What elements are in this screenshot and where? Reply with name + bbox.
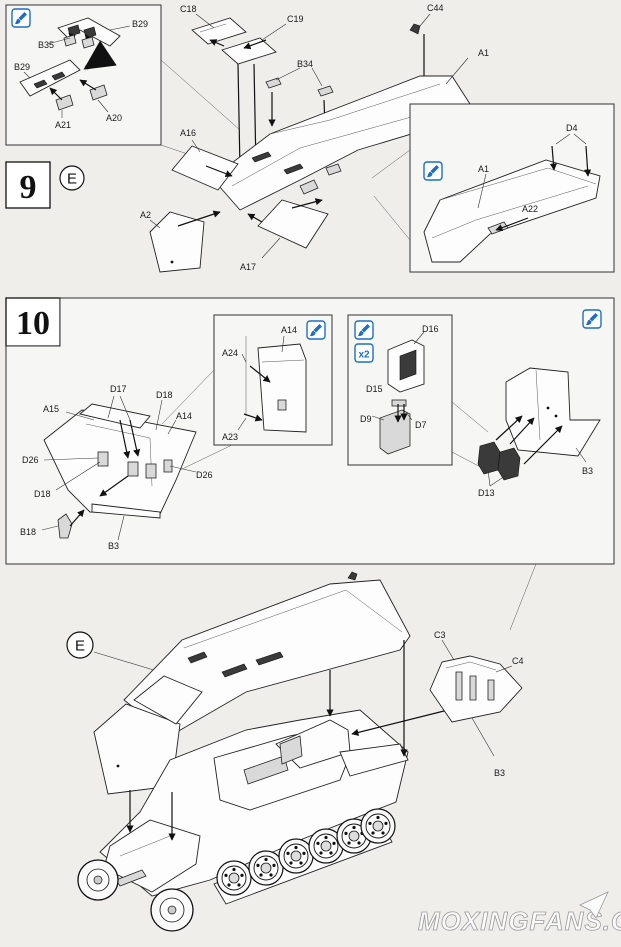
label-a20: A20 [106, 113, 122, 123]
step-10-number-box [5, 297, 61, 347]
part-b18 [57, 513, 73, 539]
part-b3-right [505, 367, 601, 457]
step-10: 10 D17 D18 A15 A14 D26 D26 D18 B18 [5, 297, 615, 631]
step10-inset-a-box: A14 A24 A23 [213, 314, 333, 446]
label-b18: B18 [20, 527, 36, 537]
quantity-badge [354, 343, 374, 363]
label-b3-final: B3 [494, 768, 505, 778]
watermark-text: MOXINGFANS.COM [418, 906, 621, 936]
label-a16: A16 [180, 128, 196, 138]
step-9-number-box [5, 161, 51, 209]
step-9-version: E [67, 171, 77, 188]
paper-plane-icon [579, 891, 609, 919]
label-d18-top: D18 [156, 390, 173, 400]
label-d18-bottom: D18 [34, 489, 51, 499]
part-c19 [221, 37, 277, 65]
label-c18: C18 [180, 4, 197, 14]
label-a1-detail: A1 [478, 164, 489, 174]
step-9: B35 B29 B29 A21 A20 9 E C18 C19 C44 [5, 3, 615, 273]
part-a2 [149, 211, 205, 273]
label-b35: B35 [38, 40, 54, 50]
part-d9 [379, 409, 411, 455]
label-a2: A2 [140, 210, 151, 220]
label-b34: B34 [297, 59, 313, 69]
label-c19: C19 [287, 14, 304, 24]
label-b3-left: B3 [108, 541, 119, 551]
label-a14-left: A14 [176, 411, 192, 421]
label-d26-right: D26 [196, 470, 213, 480]
label-d13: D13 [478, 488, 495, 498]
label-a21: A21 [55, 120, 71, 130]
label-c44: C44 [427, 3, 444, 13]
version-e-badge [59, 165, 85, 191]
part-c44 [409, 23, 421, 35]
step9-inset-right-box: D4 A22 A1 [409, 103, 615, 273]
part-a17 [257, 199, 329, 249]
label-d26-left: D26 [22, 455, 39, 465]
label-c4: C4 [512, 656, 524, 666]
version-e-badge [66, 631, 94, 659]
final-assembly: E [66, 571, 524, 932]
label-d7: D7 [415, 420, 427, 430]
watermark: MOXINGFANS.COM [418, 891, 621, 936]
label-b3-right: B3 [582, 466, 593, 476]
label-a22: A22 [522, 204, 538, 214]
label-a14-inset: A14 [281, 325, 297, 335]
label-d15: D15 [366, 384, 383, 394]
step-10-version: E [75, 638, 85, 655]
label-d17: D17 [110, 384, 127, 394]
label-a15: A15 [43, 404, 59, 414]
label-d9: D9 [360, 414, 372, 424]
label-d16: D16 [422, 324, 439, 334]
label-a24: A24 [222, 348, 238, 358]
paint-brush-icon [582, 309, 602, 329]
part-c18 [191, 17, 247, 45]
quantity-x2: x2 [358, 350, 370, 361]
step-9-number: 9 [20, 169, 37, 206]
label-d4: D4 [566, 123, 578, 133]
paint-brush-icon [306, 320, 326, 340]
paint-brush-icon [354, 320, 374, 340]
step9-inset-left-box: B35 B29 B29 A21 A20 [5, 4, 162, 146]
label-b29-top: B29 [132, 19, 148, 29]
front-wheels [77, 859, 194, 932]
part-a14 [257, 343, 307, 433]
label-a17: A17 [240, 262, 256, 272]
paint-brush-icon [11, 8, 31, 28]
step10-inset-b-box: x2 D16 D15 D9 D7 [347, 314, 453, 466]
paint-brush-icon [423, 161, 443, 181]
label-a1-main: A1 [478, 48, 489, 58]
part-a1-interior [423, 159, 601, 263]
step-10-number: 10 [16, 305, 50, 342]
label-c3: C3 [434, 630, 446, 640]
label-b29-left: B29 [14, 62, 30, 72]
label-a23: A23 [222, 432, 238, 442]
part-a16 [171, 145, 239, 191]
